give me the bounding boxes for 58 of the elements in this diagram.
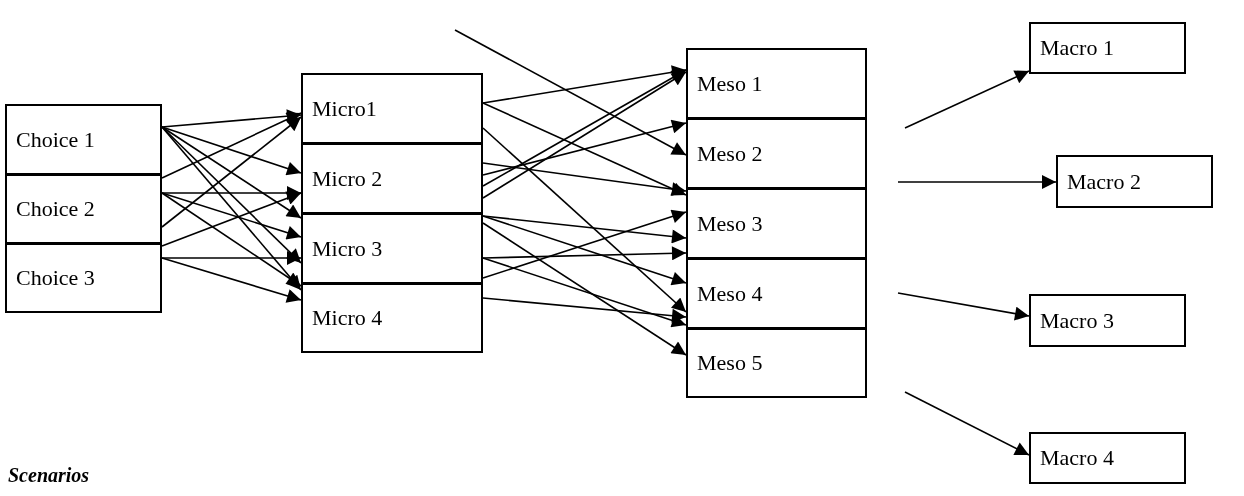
arrow [482, 215, 687, 244]
process-box [301, 73, 483, 144]
arrow [161, 116, 302, 228]
arrow [454, 29, 687, 156]
node-label: Macro 1 [1039, 35, 1114, 61]
arrow [482, 127, 687, 313]
node-label: Micro 3 [311, 235, 383, 262]
node-label: Micro1 [311, 95, 377, 122]
arrow [897, 175, 1057, 189]
arrow [482, 162, 687, 196]
arrow [904, 70, 1030, 129]
process-box [1056, 155, 1213, 208]
process-box [301, 213, 483, 284]
process-box [686, 188, 867, 259]
node-label: Macro 3 [1039, 307, 1114, 334]
process-box [686, 48, 867, 119]
process-box [1029, 432, 1186, 484]
arrow [482, 215, 687, 286]
arrow [161, 257, 302, 303]
node-label: Meso 5 [696, 350, 763, 376]
process-box [686, 328, 867, 398]
arrow [161, 109, 302, 128]
arrow [482, 246, 687, 261]
arrow [161, 251, 302, 265]
node-label: Meso 2 [696, 140, 763, 167]
process-box [5, 243, 162, 313]
arrow [482, 209, 687, 279]
arrow [904, 391, 1030, 456]
node-label: Choice 3 [15, 265, 95, 291]
node-label: Meso 1 [696, 70, 763, 97]
arrow [482, 222, 687, 356]
node-label: Choice 1 [15, 126, 95, 153]
process-box [5, 104, 162, 175]
section-heading: Scenarios [8, 464, 90, 487]
arrow [482, 65, 687, 104]
node-label: Macro 2 [1066, 168, 1141, 195]
arrow [482, 119, 687, 176]
arrow [897, 292, 1030, 321]
arrow [482, 257, 687, 328]
process-box [301, 283, 483, 353]
node-label: Choice 2 [15, 196, 95, 222]
arrow [161, 192, 302, 287]
process-box [301, 143, 483, 214]
process-box [5, 174, 162, 244]
process-box [1029, 22, 1186, 74]
node-label: Micro 2 [311, 165, 383, 192]
arrow [161, 126, 302, 176]
process-box [686, 258, 867, 329]
arrow [482, 102, 687, 196]
arrow [482, 297, 687, 323]
node-label: Meso 3 [696, 210, 763, 237]
arrow [161, 112, 302, 179]
process-box [686, 118, 867, 189]
process-box [1029, 294, 1186, 347]
node-label: Meso 4 [696, 280, 763, 307]
node-label: Macro 4 [1039, 445, 1114, 471]
arrow [161, 186, 302, 200]
node-label: Micro 4 [311, 305, 383, 331]
